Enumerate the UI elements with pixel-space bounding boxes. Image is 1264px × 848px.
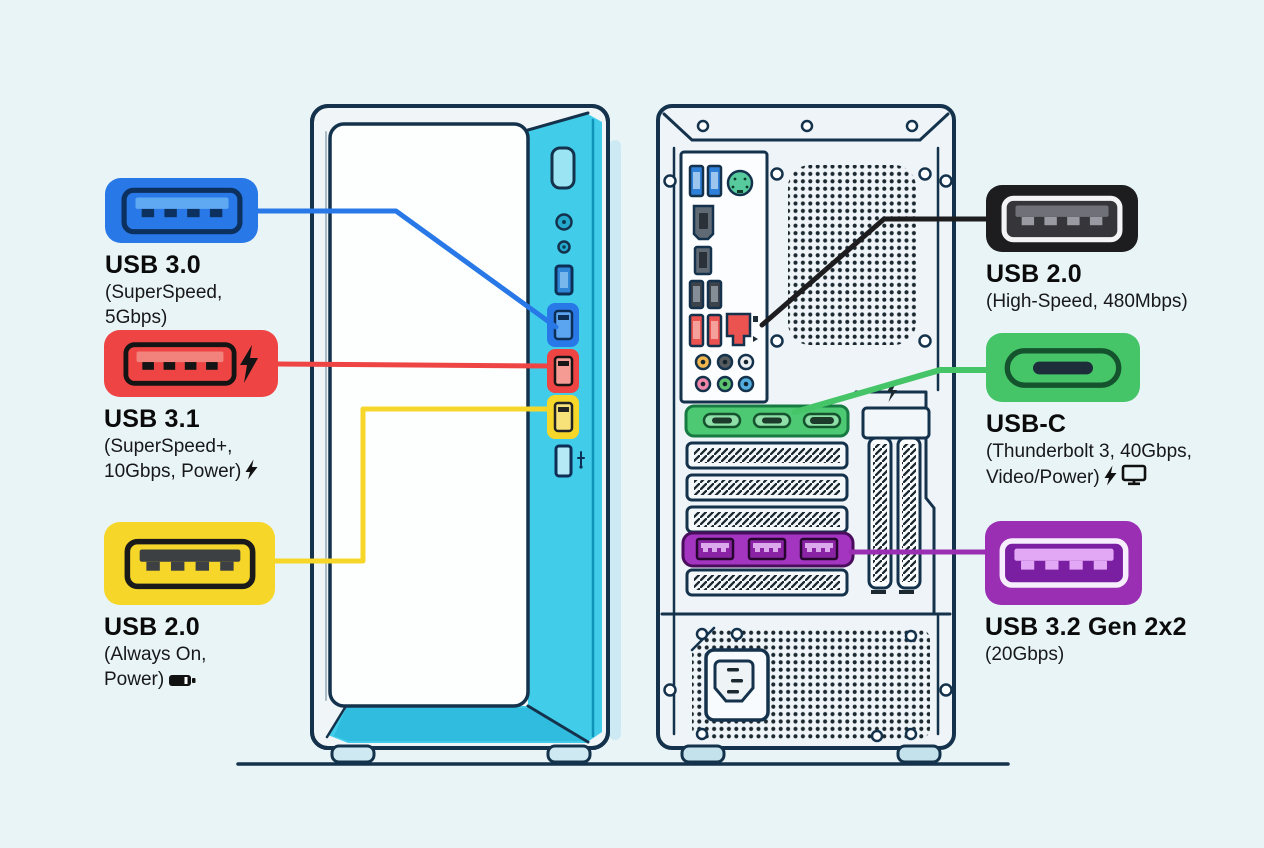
usb20-rear-chip: [986, 185, 1138, 252]
usb30-name: USB 3.0: [105, 251, 201, 279]
usb20-rear-connector-line: [759, 216, 991, 328]
back-tower: [656, 104, 956, 750]
bracket-lightning-icon: [887, 381, 897, 402]
usbc-spec: (Thunderbolt 3, 40Gbps, Video/Power): [986, 441, 1192, 489]
usb20-front-label-group: USB 2.0 (Always On, Power): [104, 522, 294, 692]
tower-feet: [330, 744, 942, 764]
usb-a-port-icon: [123, 341, 237, 386]
ps2-port: [726, 169, 754, 197]
battery-icon: [169, 675, 196, 687]
front-aux-port: [554, 444, 585, 478]
vent-screws: [770, 167, 932, 348]
back-top-cap: [662, 112, 950, 142]
front-tower-shadow: [609, 140, 621, 740]
front-usb-port-plain: [554, 264, 574, 296]
usbc-chip: [986, 333, 1140, 402]
usb20-rear-name: USB 2.0: [986, 260, 1082, 288]
usb-a-port-icon: [121, 187, 242, 234]
case-screws: [663, 119, 953, 697]
usb32-port-row: [681, 531, 855, 568]
front-tower: [310, 104, 621, 750]
monitor-icon: [1121, 464, 1147, 486]
lightning-icon: [240, 344, 258, 383]
pci-slot-hatch: [694, 575, 840, 590]
usb32-spec: (20Gbps): [985, 644, 1065, 665]
front-bottom-bezel: [334, 708, 584, 741]
usb31-connector-line: [273, 361, 553, 369]
usbc-name: USB-C: [986, 410, 1067, 438]
io-usb3-ports: [688, 164, 723, 198]
front-side-panel: [328, 113, 602, 743]
usb31-label-group: USB 3.1 (SuperSpeed+, 10Gbps, Power): [104, 330, 294, 484]
usb30-connector-line: [255, 208, 559, 330]
usb32-chip: [985, 521, 1142, 605]
hdmi-port: [692, 204, 715, 241]
pci-slot-covers: [685, 441, 849, 534]
displayport-port: [693, 245, 713, 276]
usbc-label-group: USB-C (Thunderbolt 3, 40Gbps, Video/Powe…: [986, 333, 1226, 490]
usb-a-port-icon: [124, 538, 255, 589]
ac-inlet: [704, 648, 770, 722]
usb20-rear-label-group: USB 2.0 (High-Speed, 480Mbps): [986, 185, 1216, 314]
front-usb31-port: [547, 349, 579, 393]
psu-section: [690, 626, 930, 743]
usb31-spec: (SuperSpeed+, 10Gbps, Power): [104, 436, 242, 483]
usb32-name: USB 3.2 Gen 2x2: [985, 613, 1187, 641]
vent-grille: [788, 165, 916, 345]
usb20-front-name: USB 2.0: [104, 613, 200, 641]
ethernet-port: [725, 312, 758, 347]
usb-a-port-icon: [1001, 195, 1123, 242]
io-panel: [679, 150, 769, 404]
usbc-port-row: [684, 404, 850, 438]
lightning-icon: [245, 459, 258, 480]
audio-jacks: [694, 353, 755, 393]
usb-a-port-icon: [999, 538, 1128, 588]
usb20-front-connector-line: [270, 406, 552, 564]
psu-screws: [695, 627, 918, 743]
power-button: [550, 146, 576, 190]
usb30-spec: (SuperSpeed, 5Gbps): [105, 282, 223, 329]
usb20-front-chip: [104, 522, 275, 605]
usb20-rear-spec: (High-Speed, 480Mbps): [986, 291, 1188, 312]
front-aux-port-symbol-icon: [577, 451, 585, 466]
usb30-chip: [105, 178, 258, 243]
io-red-usb-ports: [688, 313, 723, 348]
lightning-icon: [1104, 465, 1117, 486]
usb-c-port-icon: [1004, 347, 1122, 388]
io-usb2-ports: [688, 279, 723, 310]
usbc-connector-line: [792, 367, 991, 415]
usb31-name: USB 3.1: [104, 405, 200, 433]
usb31-chip: [104, 330, 278, 397]
front-usb20-port: [547, 395, 579, 439]
front-io-strip: [547, 146, 585, 478]
usb32-label-group: USB 3.2 Gen 2x2 (20Gbps): [985, 521, 1235, 667]
usb20-front-spec: (Always On, Power): [104, 644, 207, 691]
usb30-label-group: USB 3.0 (SuperSpeed, 5Gbps): [105, 178, 285, 330]
